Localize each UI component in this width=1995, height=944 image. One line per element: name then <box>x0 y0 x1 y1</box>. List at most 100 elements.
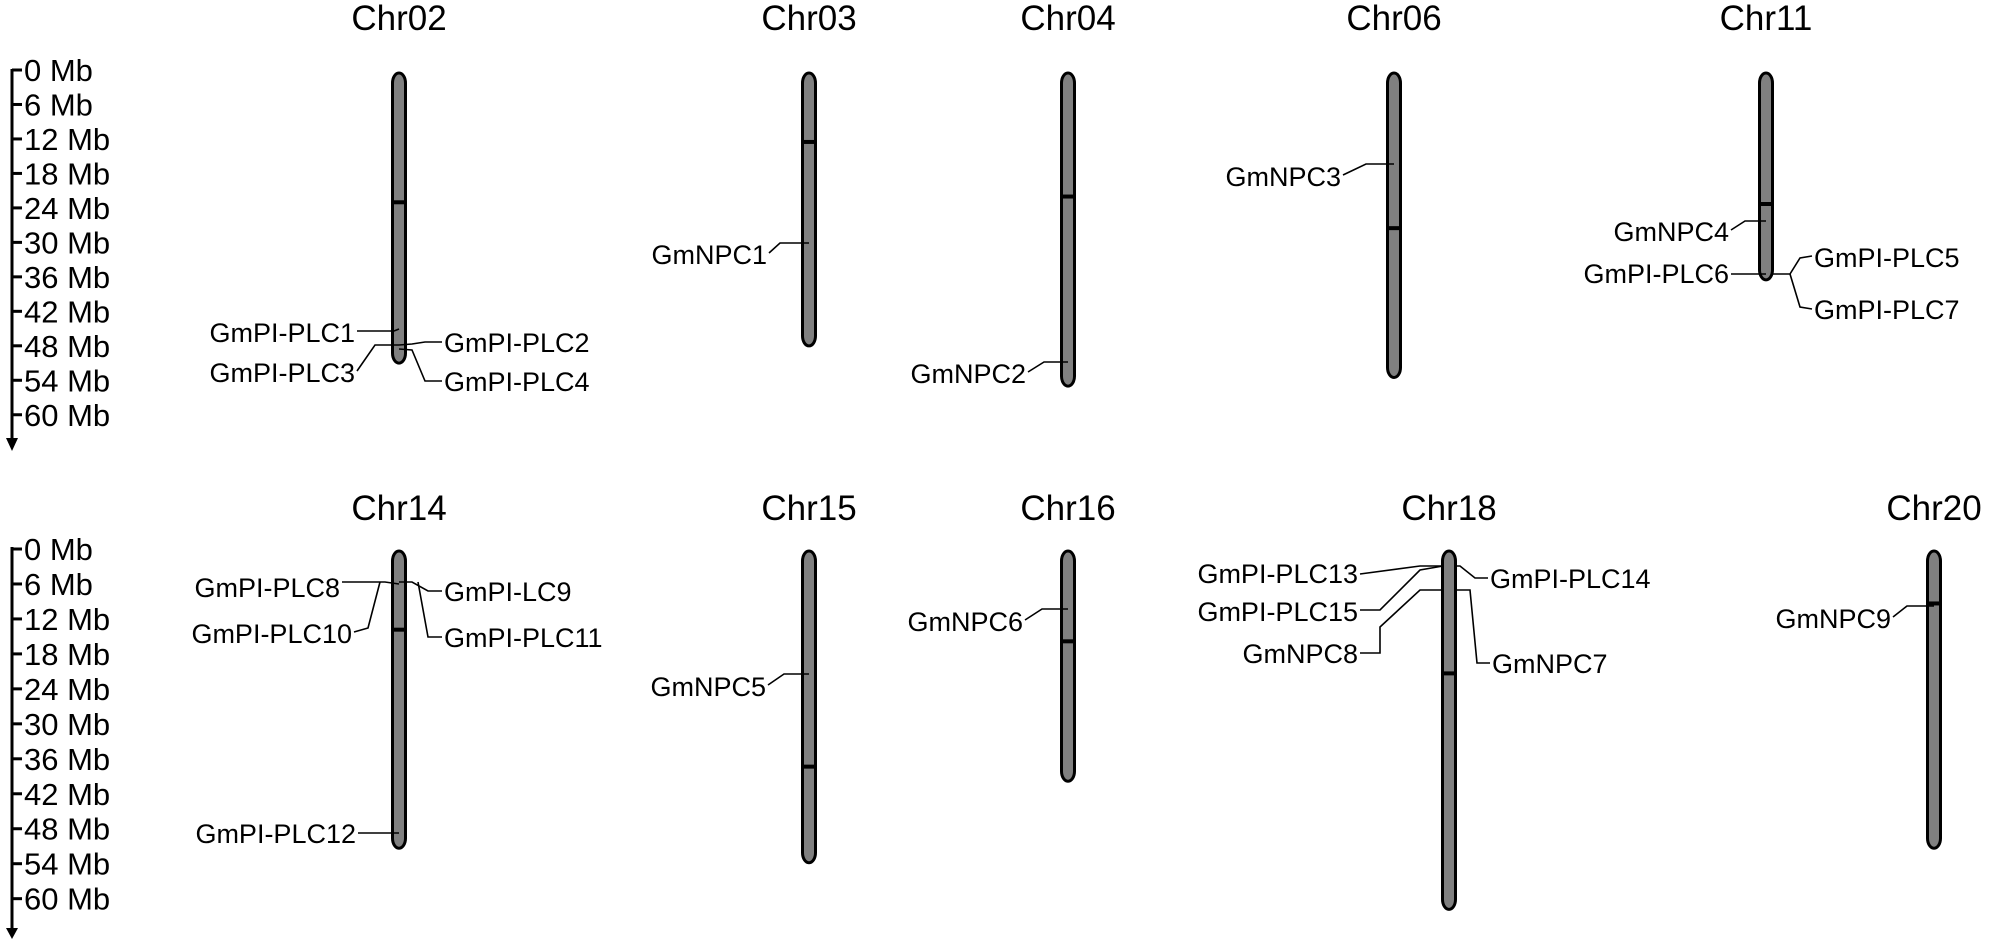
gene-marker: GmPI-PLC10 <box>191 581 381 649</box>
scale-label: 30 Mb <box>24 707 110 742</box>
gene-leader-line <box>1360 565 1444 611</box>
gene-leader-line <box>353 581 381 633</box>
gene-label: GmPI-PLC14 <box>1490 564 1651 594</box>
scale-arrow-icon <box>6 438 18 451</box>
chromosome-title: Chr11 <box>1720 0 1813 38</box>
chromosome-body <box>1441 549 1457 911</box>
chromosome-body <box>391 549 407 850</box>
gene-label: GmPI-PLC10 <box>191 619 352 649</box>
scale-label: 42 Mb <box>24 294 110 329</box>
chromosome-chr14: Chr14GmPI-PLC8GmPI-PLC10GmPI-LC9GmPI-PLC… <box>191 489 603 850</box>
gene-label: GmPI-PLC6 <box>1583 259 1729 289</box>
scale-label: 42 Mb <box>24 777 110 812</box>
gene-label: GmPI-PLC1 <box>209 318 355 348</box>
gene-label: GmNPC8 <box>1242 639 1358 669</box>
chromosome-body <box>1060 71 1076 388</box>
chromosome-body <box>801 549 817 865</box>
scale-label: 30 Mb <box>24 225 110 260</box>
chromosome-body <box>1386 71 1402 380</box>
gene-label: GmPI-PLC3 <box>209 358 355 388</box>
chromosomes: Chr02GmPI-PLC1GmPI-PLC3GmPI-PLC2GmPI-PLC… <box>191 0 1982 911</box>
chromosome-chr18: Chr18GmPI-PLC13GmPI-PLC15GmNPC8GmPI-PLC1… <box>1197 489 1651 911</box>
scale-label: 24 Mb <box>24 191 110 226</box>
gene-label: GmPI-PLC11 <box>444 623 603 653</box>
scale-label: 12 Mb <box>24 602 110 637</box>
scale-label: 0 Mb <box>24 532 93 567</box>
gene-leader-line <box>342 581 400 585</box>
gene-marker: GmPI-PLC14 <box>1455 564 1651 594</box>
chromosome-title: Chr16 <box>1020 489 1115 528</box>
gene-marker: GmNPC8 <box>1242 589 1443 669</box>
scale-label: 6 Mb <box>24 87 93 122</box>
chromosome-body <box>1926 549 1942 850</box>
scale-label: 36 Mb <box>24 742 110 777</box>
gene-marker: GmNPC1 <box>651 240 809 270</box>
gene-marker: GmPI-PLC13 <box>1197 559 1443 589</box>
gene-marker: GmPI-LC9 <box>399 577 572 607</box>
chromosome-title: Chr20 <box>1886 489 1981 528</box>
gene-marker: GmPI-PLC11 <box>417 581 603 653</box>
gene-label: GmPI-PLC7 <box>1814 295 1960 325</box>
gene-marker: GmNPC3 <box>1225 162 1394 192</box>
chromosome-title: Chr02 <box>351 0 446 38</box>
gene-leader-line <box>357 328 400 332</box>
gene-label: GmPI-PLC15 <box>1197 597 1358 627</box>
chromosome-title: Chr04 <box>1020 0 1115 38</box>
scale-label: 36 Mb <box>24 260 110 295</box>
gene-leader-line <box>1027 361 1068 373</box>
gene-leader-line <box>1455 565 1488 579</box>
scale-label: 48 Mb <box>24 329 110 364</box>
gene-marker: GmPI-PLC2 <box>398 328 590 358</box>
scale-label: 60 Mb <box>24 398 110 433</box>
scale-label: 54 Mb <box>24 363 110 398</box>
gene-leader-line <box>1730 220 1766 231</box>
gene-label: GmNPC9 <box>1775 604 1891 634</box>
gene-leader-line <box>398 348 442 382</box>
chromosome-title: Chr03 <box>761 0 856 38</box>
gene-label: GmNPC7 <box>1492 649 1608 679</box>
gene-marker: GmPI-PLC12 <box>195 819 399 849</box>
gene-leader-line <box>1789 273 1813 310</box>
scale-label: 24 Mb <box>24 672 110 707</box>
chromosome-body <box>1758 71 1774 282</box>
gene-marker: GmPI-PLC8 <box>194 573 400 603</box>
scale-arrow-icon <box>6 928 18 939</box>
gene-marker: GmNPC5 <box>650 672 809 702</box>
scale-label: 12 Mb <box>24 122 110 157</box>
gene-marker: GmNPC6 <box>907 607 1068 637</box>
gene-leader-line <box>398 341 442 346</box>
gene-label: GmPI-PLC4 <box>444 367 590 397</box>
gene-label: GmPI-PLC8 <box>194 573 340 603</box>
gene-label: GmPI-PLC12 <box>195 819 356 849</box>
gene-label: GmNPC3 <box>1225 162 1341 192</box>
gene-marker: GmNPC9 <box>1775 604 1934 634</box>
scale-label: 18 Mb <box>24 156 110 191</box>
gene-leader-line <box>417 581 442 638</box>
gene-label: GmNPC5 <box>650 672 766 702</box>
gene-label: GmPI-LC9 <box>444 577 572 607</box>
scale-label: 0 Mb <box>24 53 93 88</box>
gene-label: GmNPC2 <box>910 359 1026 389</box>
gene-leader-line <box>1892 605 1934 618</box>
scale-label: 60 Mb <box>24 882 110 917</box>
gene-marker: GmNPC7 <box>1455 589 1608 679</box>
gene-leader-line <box>1360 589 1443 654</box>
gene-leader-line <box>1342 163 1394 176</box>
gene-label: GmPI-PLC13 <box>1197 559 1358 589</box>
gene-marker: GmPI-PLC4 <box>398 348 590 397</box>
gene-leader-line <box>767 673 809 686</box>
chromosome-title: Chr06 <box>1346 0 1441 38</box>
gene-leader-line <box>1359 565 1443 575</box>
gene-label: GmNPC6 <box>907 607 1023 637</box>
